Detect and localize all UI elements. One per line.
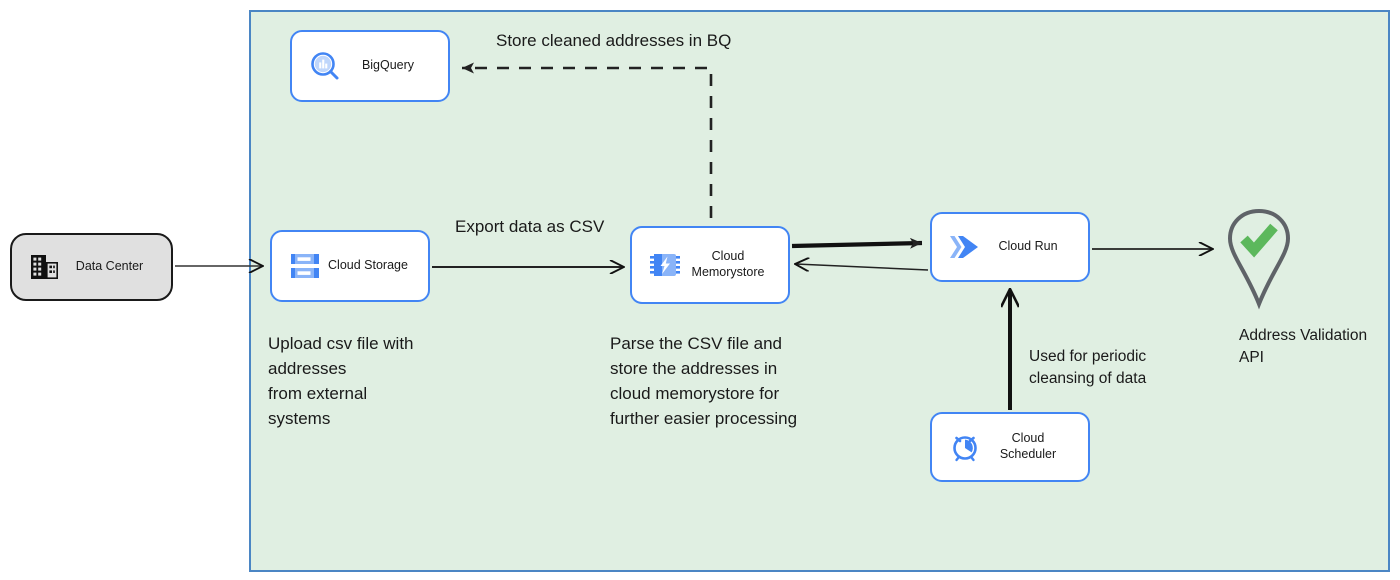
annotation-upload: Upload csv file with addresses from exte…: [268, 334, 414, 428]
label-address-validation-api: Address Validation API: [1239, 327, 1368, 366]
node-label: Cloud Run: [998, 239, 1058, 254]
google-cloud-boundary: [249, 10, 1390, 572]
node-label: Cloud Memorystore: [691, 249, 765, 279]
node-cloud-memorystore[interactable]: Cloud Memorystore: [630, 226, 790, 304]
node-data-center[interactable]: Data Center: [10, 233, 173, 301]
cloud-scheduler-icon: [948, 430, 982, 464]
map-pin-check-icon: [1227, 208, 1291, 310]
node-label: Cloud Scheduler: [999, 431, 1057, 461]
bigquery-icon: [308, 49, 342, 83]
node-address-validation-api[interactable]: [1222, 205, 1296, 311]
edge-label-store-cleaned: Store cleaned addresses in BQ: [496, 31, 732, 50]
annotation-parse: Parse the CSV file and store the address…: [610, 334, 798, 428]
node-label: Cloud Storage: [328, 258, 408, 273]
cloud-memorystore-icon: [648, 248, 682, 282]
node-label: Data Center: [75, 259, 144, 274]
cloud-run-icon: [948, 230, 982, 264]
node-cloud-run[interactable]: Cloud Run: [930, 212, 1090, 282]
edge-label-periodic-cleansing: Used for periodic cleansing of data: [1029, 348, 1147, 387]
node-cloud-scheduler[interactable]: Cloud Scheduler: [930, 412, 1090, 482]
node-label: BigQuery: [361, 58, 415, 73]
node-cloud-storage[interactable]: Cloud Storage: [270, 230, 430, 302]
edge-label-export-csv: Export data as CSV: [455, 217, 605, 236]
node-bigquery[interactable]: BigQuery: [290, 30, 450, 102]
cloud-storage-icon: [288, 249, 322, 283]
office-building-icon: [28, 250, 62, 284]
